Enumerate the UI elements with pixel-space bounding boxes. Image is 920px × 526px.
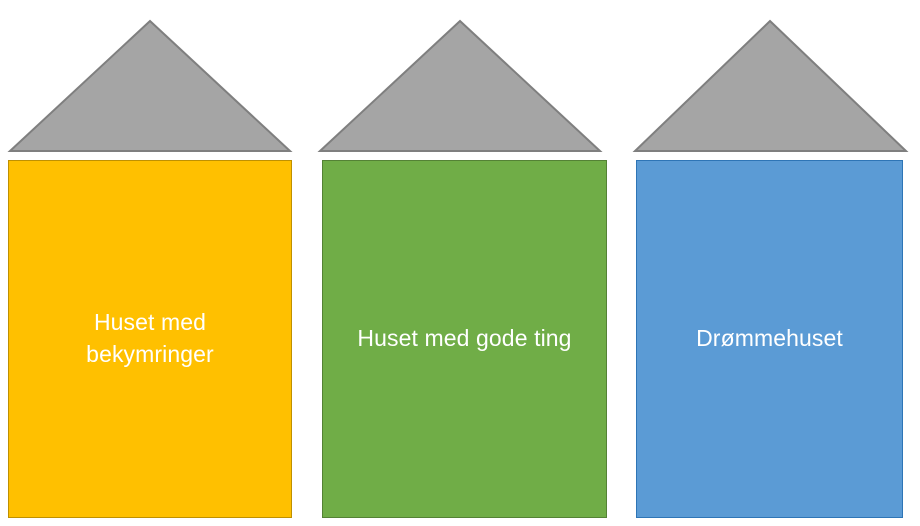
roof-triangle-icon[interactable] [315,0,615,160]
house-good-things[interactable]: Huset med gode ting [315,0,615,526]
house-label-dream: Drømmehuset [696,325,843,352]
house-worries[interactable]: Huset med bekymringer [0,0,300,526]
house-label-good-things: Huset med gode ting [357,325,572,352]
house-body-worries[interactable]: Huset med bekymringer [8,160,292,518]
house-body-good-things[interactable]: Huset med gode ting [322,160,607,518]
house-body-dream[interactable]: Drømmehuset [636,160,903,518]
house-dream[interactable]: Drømmehuset [628,0,920,526]
roof-triangle-icon[interactable] [628,0,920,160]
roof-triangle-icon[interactable] [0,0,300,160]
house-label-worries: Huset med bekymringer [86,309,214,367]
